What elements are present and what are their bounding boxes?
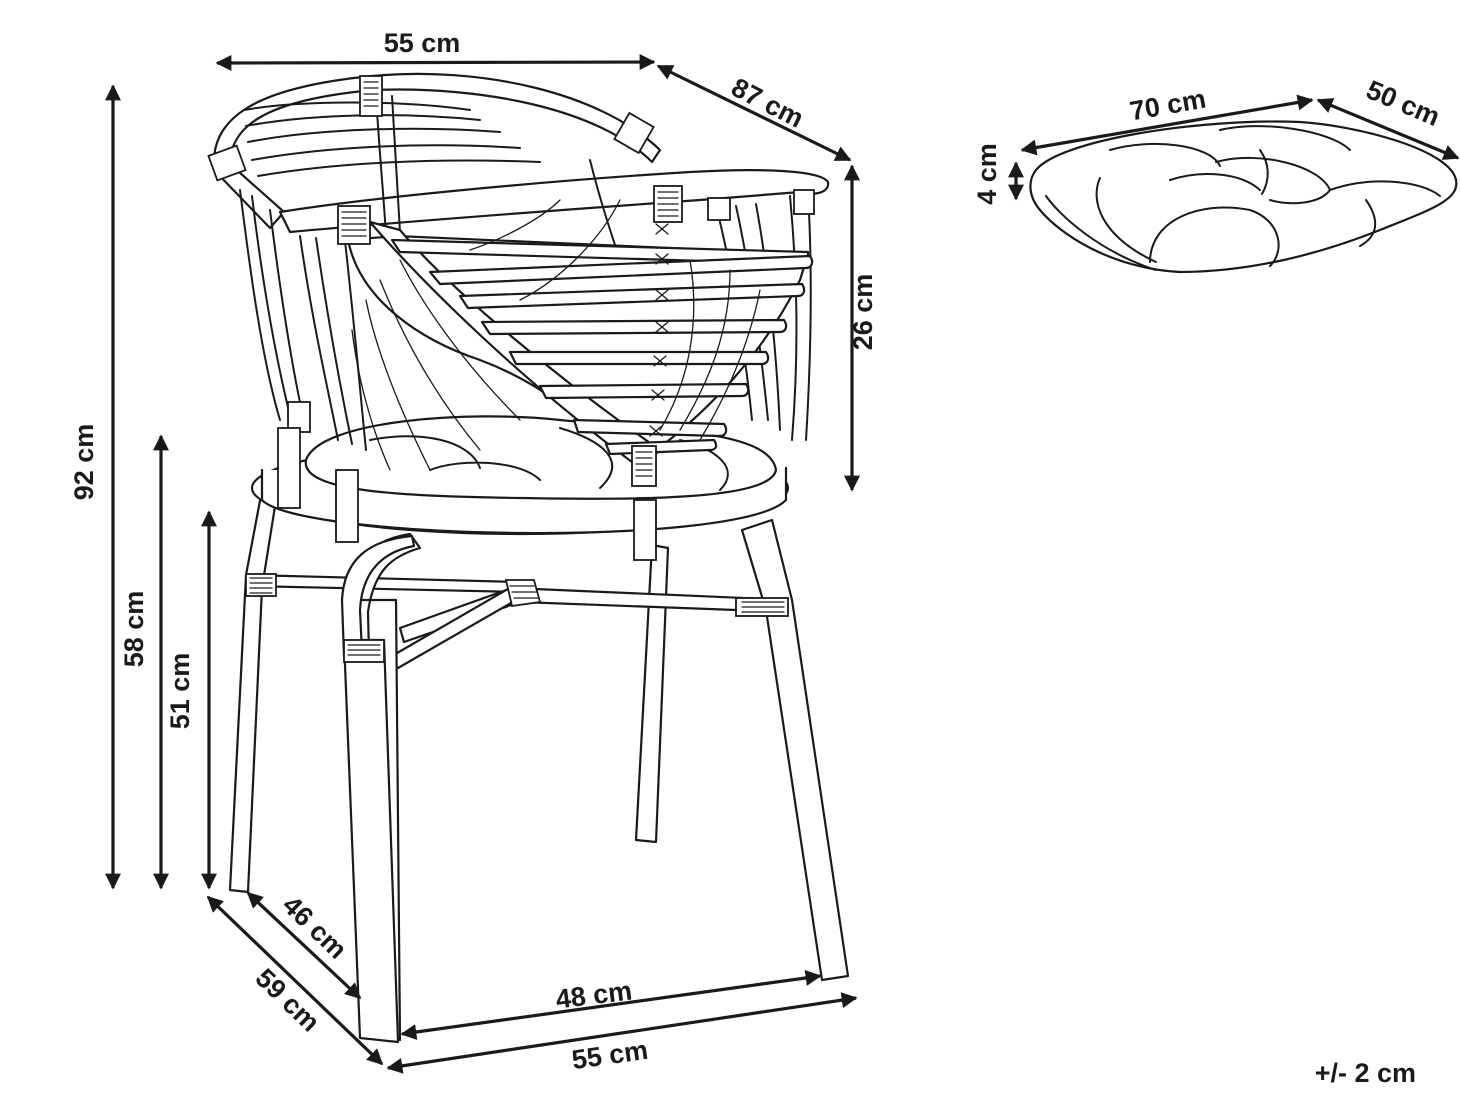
label-seat-height: 51 cm bbox=[165, 653, 195, 730]
label-total-height: 92 cm bbox=[69, 424, 99, 501]
back-left-leg bbox=[228, 488, 278, 894]
front-basket-slats bbox=[390, 238, 814, 456]
side-stretcher-left bbox=[246, 573, 522, 594]
dim-line-cushion-width bbox=[1020, 94, 1314, 156]
leg-bindings bbox=[245, 573, 789, 663]
dimension-lines bbox=[105, 54, 1460, 1074]
cushion-outline bbox=[1029, 120, 1458, 274]
dim-line-cushion-depth bbox=[1316, 98, 1460, 160]
dim-line-base-depth bbox=[206, 895, 384, 1066]
label-backrest-height: 26 cm bbox=[848, 274, 878, 351]
frame-bindings bbox=[207, 75, 815, 561]
label-base-width: 55 cm bbox=[570, 1035, 650, 1075]
basket-radial-spindles bbox=[351, 199, 761, 471]
cushion-tufts bbox=[369, 427, 729, 491]
label-cushion-thickness: 4 cm bbox=[972, 143, 1002, 205]
label-top-width: 55 cm bbox=[384, 28, 461, 58]
label-top-depth: 87 cm bbox=[727, 72, 809, 133]
front-right-leg bbox=[740, 518, 850, 982]
dim-line-base-width bbox=[386, 992, 858, 1074]
back-right-leg bbox=[634, 543, 670, 844]
label-tolerance: +/- 2 cm bbox=[1315, 1058, 1416, 1088]
dim-line-top-depth bbox=[656, 64, 852, 162]
cushion-illustration bbox=[1029, 120, 1458, 274]
armrest-top bbox=[278, 169, 830, 234]
backrest-rim bbox=[212, 72, 662, 172]
label-arm-height: 58 cm bbox=[119, 591, 149, 668]
stitch-marks bbox=[649, 223, 669, 437]
front-left-leg-curve bbox=[340, 534, 416, 658]
dim-line-top-width bbox=[215, 54, 656, 71]
backrest-spindles bbox=[239, 95, 812, 451]
label-seat-width: 48 cm bbox=[554, 975, 634, 1014]
